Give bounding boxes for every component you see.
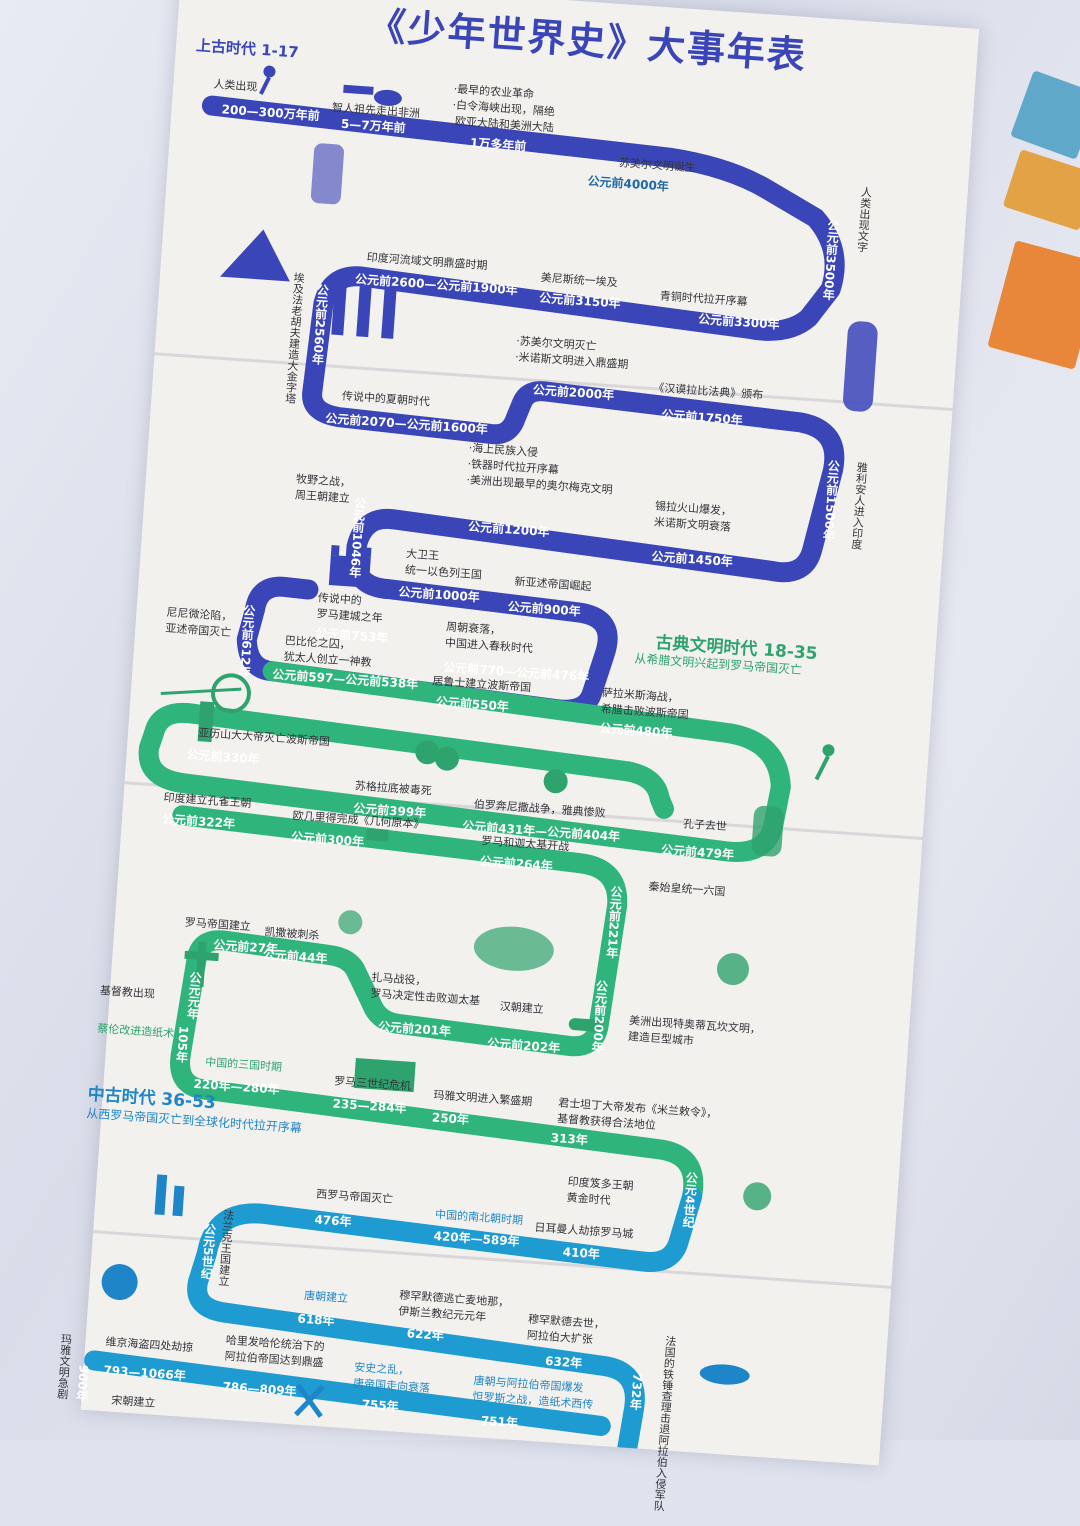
event-note: 印度笈多王朝 黄金时代 [566,1175,635,1208]
date-label: 313年 [550,1130,589,1148]
book [1002,149,1080,231]
runner-icon [259,65,276,95]
spartan-icon [160,673,251,743]
axe-icon [343,84,374,95]
date-label: 755年 [361,1397,400,1414]
date-label: 476年 [314,1212,352,1230]
castle-icon [328,545,372,588]
event-note: 汉朝建立 [499,999,545,1016]
road-classical [138,661,791,862]
event-note: 传说中的 罗马建城之年 [316,591,384,625]
event-note: 穆罕默德去世， 阿拉伯大扩张 [526,1312,606,1347]
road-classical-2 [170,805,704,1207]
camel-icon [699,1364,750,1385]
books-stack [987,70,1080,380]
confucius-icon [751,805,784,857]
date-label: 751年 [480,1413,519,1431]
stele-icon [843,321,878,412]
date-label: 公元元年 [185,971,203,1020]
event-note: 大卫王 统一以色列王国 [404,547,483,582]
event-note: ·海上民族入侵 ·铁器时代拉开序幕 ·美洲出现最早的奥尔梅克文明 [466,441,614,497]
date-label: 410年 [562,1244,601,1262]
date-label: 732年 [627,1372,645,1411]
date-label: 105年 [174,1025,191,1064]
book [987,240,1080,370]
event-note: 人类出现 [212,77,258,94]
bust-icon [338,910,363,935]
date-label: 622年 [406,1326,445,1343]
helmet-icon [543,769,568,794]
date-label: 900年 [74,1364,91,1403]
event-note: 锡拉火山爆发， 米诺斯文明衰落 [653,499,733,534]
books-icon [366,828,389,842]
theater-masks-icon [415,740,459,771]
horse-icon [568,1018,603,1032]
event-note: 巴比伦之囚， 犹太人创立一神教 [283,634,372,670]
cross-icon [184,941,219,988]
event-note: 唐朝建立 [303,1288,349,1306]
timeline-road [84,65,878,1458]
event-note: 尼尼微沦陷， 亚述帝国灭亡 [164,605,233,640]
event-note: 牧野之战， 周王朝建立 [294,472,352,506]
colosseum-icon [353,1057,416,1093]
pyramid-icon [220,229,290,282]
statue-icon [310,143,344,205]
terracotta-icon [716,953,749,986]
event-note: 哈里发哈伦统治下的 阿拉伯帝国达到鼎盛 [224,1333,326,1370]
road-medieval [187,1186,702,1458]
buddha-icon [743,1182,772,1211]
date-label: 250年 [431,1110,470,1127]
timeline-poster: 《少年世界史》大事年表 上古时代 1-17 古典文明时代 18-35 从希腊文明… [55,0,980,1512]
road-medieval-2 [84,1350,611,1436]
event-note: 孔子去世 [682,817,728,834]
viking-icon [101,1264,138,1301]
event-note: 萨拉米斯海战， 希腊击败波斯帝国 [600,686,690,722]
event-note: 宋朝建立 [110,1393,156,1410]
stone-tools-icon [373,89,402,106]
event-note: 安史之乱， 唐帝国走向衰落 [352,1360,431,1395]
event-note: 周朝衰落， 中国进入春秋时代 [444,620,534,656]
swords-icon [294,1383,325,1418]
event-note: ·最早的农业革命 ·白令海峡出现，隔绝 欧亚大陆和美洲大陆 [451,82,556,135]
elephant-icon [473,926,554,971]
sprinter-icon [814,744,835,781]
date-label: 618年 [297,1311,336,1329]
ruins-icon [154,1174,185,1217]
book [1010,70,1080,160]
date-label: 632年 [544,1353,583,1371]
egyptian-gods-icon [331,284,397,339]
